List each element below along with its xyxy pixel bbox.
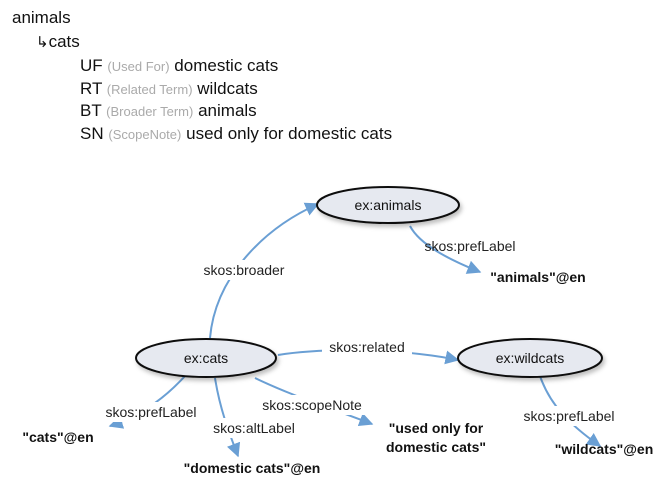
relation-value: animals: [198, 101, 257, 120]
literal-animals: "animals"@en: [490, 269, 585, 285]
edge-altlabel: [214, 377, 241, 458]
root-term: animals: [12, 8, 71, 27]
relation-value: domestic cats: [174, 56, 279, 75]
edge-label-broader: skos:broader: [204, 262, 285, 278]
edge-label-altlabel: skos:altLabel: [213, 420, 295, 436]
relation-name: ScopeNote: [112, 127, 178, 142]
literal-wildcats: "wildcats"@en: [555, 441, 654, 457]
skos-diagram: ex:animals ex:cats ex:wildcats skos:broa…: [0, 170, 669, 491]
edge-label-animals-preflabel: skos:prefLabel: [424, 238, 515, 254]
relation-row-sn: SN (ScopeNote) used only for domestic ca…: [80, 124, 393, 143]
relation-code: SN: [80, 124, 104, 143]
node-wildcats-label: ex:wildcats: [496, 350, 564, 366]
relation-value: wildcats: [197, 79, 258, 98]
child-hook-icon: ↳: [36, 34, 49, 51]
edge-label-cats-preflabel: skos:prefLabel: [105, 404, 196, 420]
edge-broader: [209, 202, 320, 339]
edge-label-scopenote: skos:scopeNote: [262, 397, 362, 413]
node-wildcats: ex:wildcats: [457, 338, 603, 378]
child-term-label: cats: [48, 32, 80, 51]
literal-scopenote-line1: "used only for: [389, 420, 484, 436]
node-cats: ex:cats: [135, 338, 277, 378]
relation-code: UF: [80, 56, 103, 75]
edge-label-wildcats-preflabel: skos:prefLabel: [523, 408, 614, 424]
literal-scopenote-line2: domestic cats": [386, 439, 486, 455]
node-animals: ex:animals: [316, 186, 460, 224]
relation-code: RT: [80, 79, 103, 98]
relation-name: Related Term: [111, 82, 189, 97]
relation-row-rt: RT (Related Term) wildcats: [80, 79, 258, 98]
relation-name: Broader Term: [110, 104, 190, 119]
relation-row-bt: BT (Broader Term) animals: [80, 101, 257, 120]
edge-label-related: skos:related: [329, 339, 404, 355]
relation-name: Used For: [111, 59, 166, 74]
relation-value: used only for domestic cats: [186, 124, 393, 143]
skos-graph: ex:animals ex:cats ex:wildcats skos:broa…: [22, 186, 654, 476]
literal-domestic-cats: "domestic cats"@en: [184, 460, 321, 476]
relation-row-uf: UF (Used For) domestic cats: [80, 56, 279, 75]
edge-animals-preflabel: [409, 225, 482, 274]
node-cats-label: ex:cats: [184, 350, 228, 366]
child-term: ↳cats: [36, 32, 80, 52]
literal-cats: "cats"@en: [22, 429, 93, 445]
relation-code: BT: [80, 101, 102, 120]
node-animals-label: ex:animals: [355, 197, 422, 213]
